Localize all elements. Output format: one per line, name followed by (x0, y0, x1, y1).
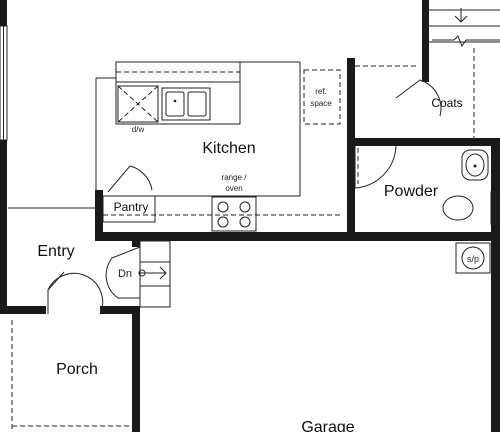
coats-closet (355, 48, 475, 138)
stairs-down: Dn (105, 240, 171, 308)
powder-room (354, 145, 500, 225)
stairs-down-label: Dn (118, 268, 132, 280)
entry-door (47, 271, 104, 315)
smoke-panel-label: s/p (467, 254, 479, 264)
kitchen-label: Kitchen (202, 140, 255, 157)
garage-label: Garage (301, 419, 354, 432)
fridge-space: ref. space (303, 69, 341, 125)
porch (11, 320, 130, 432)
stairs-up (429, 8, 500, 48)
entry-label: Entry (37, 243, 74, 260)
dishwasher-label: d/w (132, 125, 145, 134)
dishwasher: d/w (117, 85, 159, 134)
counters (8, 61, 340, 216)
fridge-label-line1: ref. (315, 87, 327, 96)
coats-label: Coats (431, 96, 462, 110)
pantry-door (102, 165, 156, 223)
powder-label: Powder (384, 183, 439, 200)
range-label-line2: oven (225, 184, 242, 193)
range-oven: range / oven (211, 173, 257, 232)
pantry-label: Pantry (114, 200, 149, 214)
range-label-line1: range / (222, 173, 248, 182)
porch-label: Porch (56, 361, 98, 378)
fridge-label-line2: space (310, 99, 332, 108)
smoke-panel: s/p (455, 242, 491, 274)
sink (161, 87, 211, 121)
